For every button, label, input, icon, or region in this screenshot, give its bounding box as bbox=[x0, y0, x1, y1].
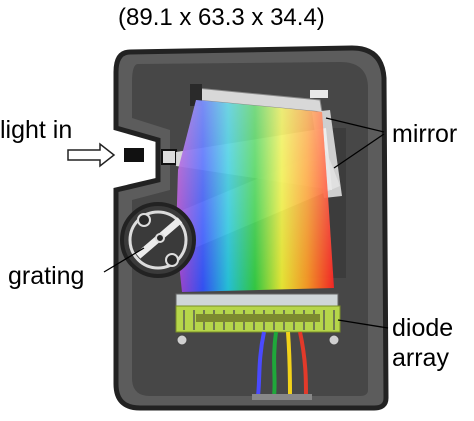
mirror-label: mirror bbox=[392, 120, 458, 148]
array-label: array bbox=[392, 344, 449, 372]
entrance-slit bbox=[124, 148, 144, 162]
detector-mount-left bbox=[176, 334, 188, 346]
detector-glass bbox=[175, 293, 339, 307]
diode-label: diode bbox=[392, 314, 454, 342]
grating-label: grating bbox=[8, 262, 85, 290]
leader-lines bbox=[103, 117, 389, 329]
grating-screw-3 bbox=[155, 233, 165, 243]
light-in-label: light in bbox=[0, 116, 73, 144]
wire-connector bbox=[252, 394, 312, 400]
light-in-arrow bbox=[67, 142, 116, 168]
detector-mount-right bbox=[328, 334, 340, 346]
grating-screw-1 bbox=[137, 213, 151, 227]
top-mirror-clip bbox=[310, 90, 328, 98]
dimensions-caption: (89.1 x 63.3 x 34.4) bbox=[118, 4, 325, 31]
detector-wires bbox=[256, 331, 308, 397]
detector-chip bbox=[196, 314, 320, 322]
slit-window bbox=[161, 149, 177, 165]
grating-screw-2 bbox=[165, 253, 179, 267]
grating-ring bbox=[128, 210, 188, 270]
spectrum-highlight bbox=[176, 100, 334, 292]
